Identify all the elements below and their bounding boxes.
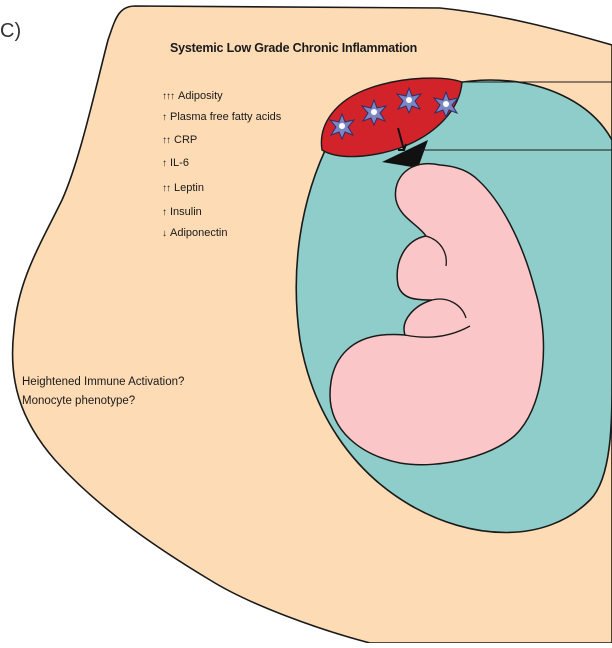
marker-label: Plasma free fatty acids — [170, 111, 281, 123]
up-arrows-icon: ↑↑ — [162, 181, 170, 196]
marker-insulin: ↑ Insulin — [162, 205, 202, 220]
marker-label: Leptin — [174, 182, 204, 194]
up-arrow-icon: ↑ — [162, 205, 166, 220]
marker-label: CRP — [174, 134, 197, 146]
up-arrows-icon: ↑↑↑ — [162, 89, 174, 104]
note-monocyte: Monocyte phenotype? — [22, 395, 135, 407]
marker-label: Adiposity — [178, 90, 223, 102]
panel-letter: C) — [0, 20, 21, 43]
marker-label: Insulin — [170, 206, 202, 218]
marker-il6: ↑ IL-6 — [162, 156, 189, 171]
note-immune-activation: Heightened Immune Activation? — [22, 376, 184, 388]
marker-leptin: ↑↑ Leptin — [162, 181, 204, 196]
marker-crp: ↑↑ CRP — [162, 133, 197, 148]
up-arrow-icon: ↑ — [162, 110, 166, 125]
down-arrow-icon: ↓ — [162, 226, 166, 241]
figure-title: Systemic Low Grade Chronic Inflammation — [170, 41, 417, 55]
up-arrow-icon: ↑ — [162, 156, 166, 171]
marker-adiponectin: ↓ Adiponectin — [162, 226, 228, 241]
marker-adiposity: ↑↑↑ Adiposity — [162, 89, 223, 104]
marker-ffa: ↑ Plasma free fatty acids — [162, 110, 281, 125]
marker-label: IL-6 — [170, 157, 189, 169]
marker-label: Adiponectin — [170, 227, 228, 239]
up-arrows-icon: ↑↑ — [162, 133, 170, 148]
